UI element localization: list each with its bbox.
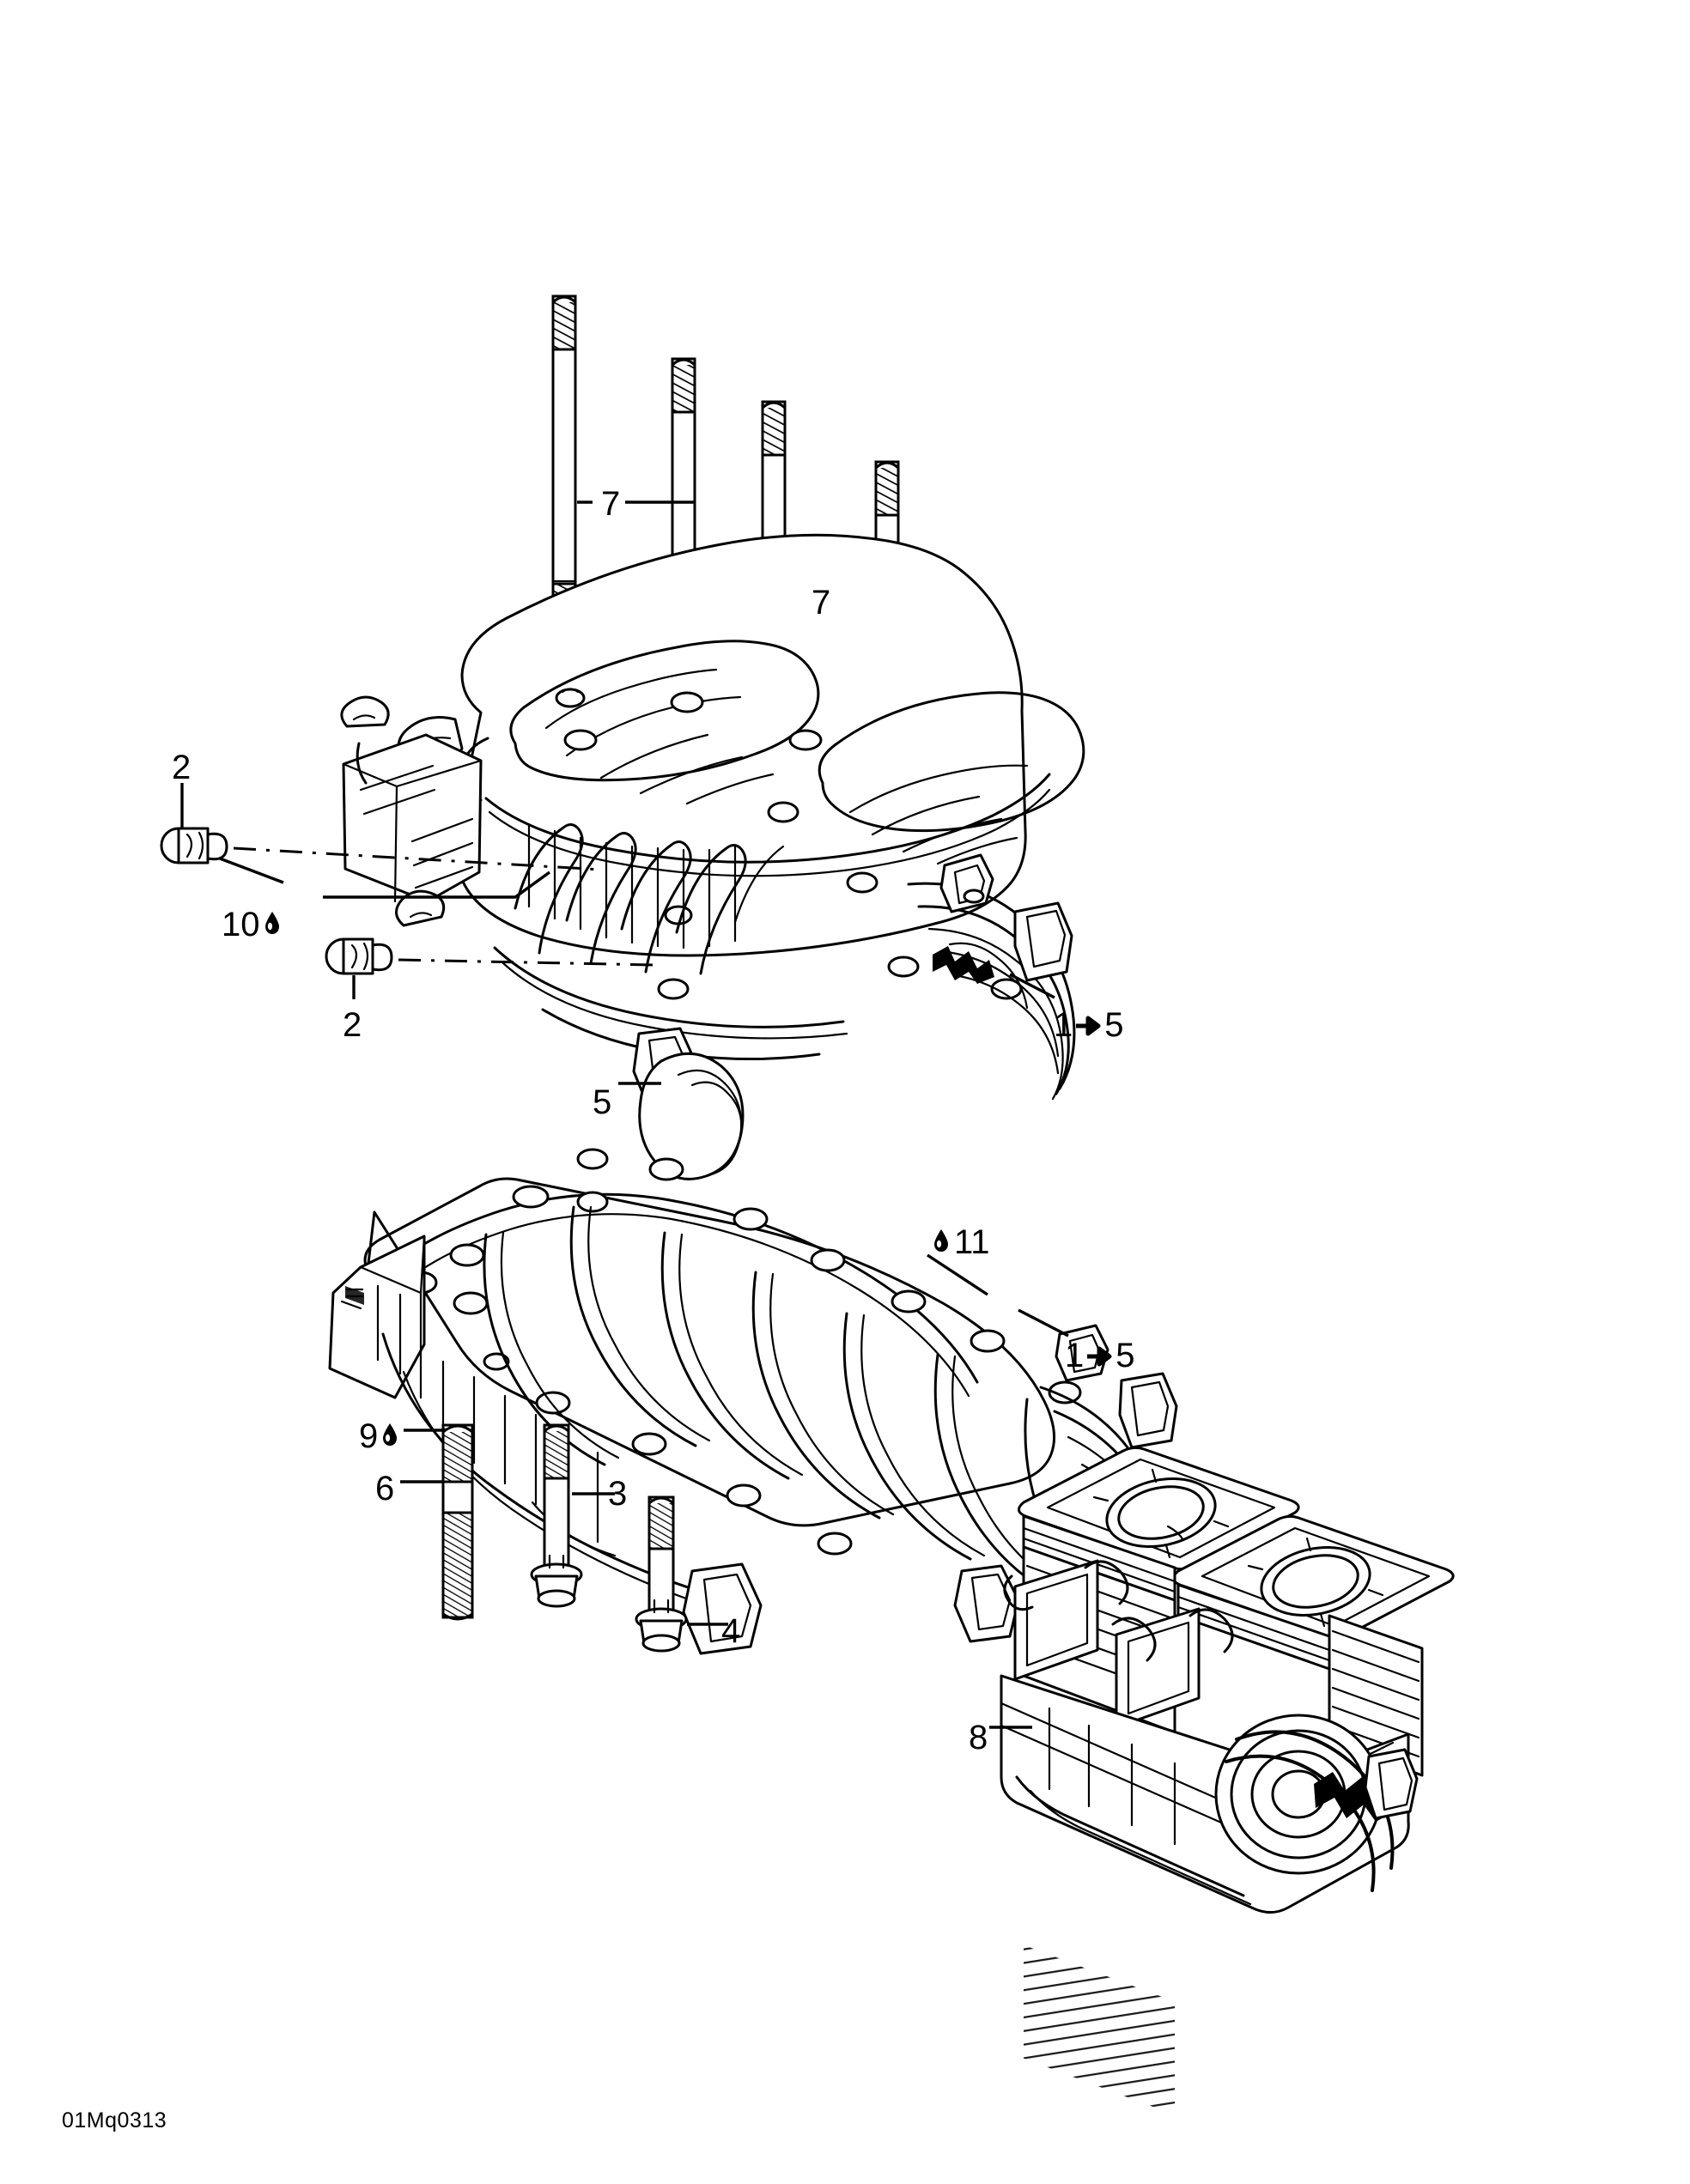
upper-case-top-boss <box>555 688 586 708</box>
callout-3: 3 <box>608 1475 627 1511</box>
upper-case-arches <box>514 823 785 975</box>
crankshaft-seal <box>638 1052 745 1180</box>
callout-7-upper: 7 <box>601 485 620 521</box>
fastener-stud-6 <box>441 1423 474 1621</box>
engine-pto-housing <box>1214 1714 1419 1892</box>
callout-8: 8 <box>969 1719 988 1755</box>
callout-label-end: 5 <box>1104 1006 1124 1045</box>
callout-label: 2 <box>343 1006 362 1045</box>
callout-label: 9 <box>359 1417 379 1456</box>
callout-9: 9 <box>359 1417 399 1453</box>
sealant-drop-icon <box>380 1419 399 1453</box>
fitting-lower <box>325 937 393 975</box>
fitting-upper <box>160 827 228 864</box>
intake-manifolds <box>1003 1559 1234 1729</box>
lower-case-left-block <box>328 1235 426 1399</box>
fastener-bolt-4 <box>635 1495 688 1653</box>
callout-10: 10 <box>222 906 282 942</box>
arrow-right-icon <box>1085 1339 1115 1374</box>
callout-4: 4 <box>721 1612 740 1648</box>
callout-11: 11 <box>932 1223 990 1259</box>
callout-label: 11 <box>954 1223 990 1262</box>
callout-label: 7 <box>812 584 831 622</box>
callout-6: 6 <box>375 1470 394 1506</box>
callout-7-lower: 7 <box>812 584 830 620</box>
callout-label: 3 <box>608 1475 628 1514</box>
upper-case-left-end <box>340 695 489 927</box>
callout-label: 2 <box>172 749 191 787</box>
callout-label-end: 5 <box>1116 1337 1135 1375</box>
callout-label: 7 <box>601 485 621 524</box>
sealant-drop-icon <box>263 907 282 942</box>
callout-label: 1 <box>1065 1337 1085 1375</box>
callout-label: 5 <box>593 1083 612 1122</box>
engine-assembly <box>1000 1446 1455 2115</box>
callout-leaders <box>160 783 1069 1729</box>
lower-crankcase-half <box>328 1148 1178 1655</box>
callout-label: 8 <box>969 1719 988 1757</box>
page-footer-code: 01Mq0313 <box>62 2108 167 2132</box>
fastener-bolt-3 <box>530 1423 583 1608</box>
upper-case-drive-end <box>907 853 1076 1101</box>
callout-label: 4 <box>721 1612 741 1651</box>
callout-label: 6 <box>375 1470 395 1508</box>
callout-2-lower: 2 <box>343 1006 362 1042</box>
sealant-drop-icon <box>932 1225 951 1259</box>
callout-5: 5 <box>593 1083 611 1119</box>
callout-label: 10 <box>222 906 260 944</box>
arrow-right-icon <box>1074 1009 1103 1043</box>
upper-crankcase-half <box>340 533 1085 1111</box>
callout-2-upper: 2 <box>172 749 191 785</box>
callout-label: 1 <box>1054 1006 1073 1045</box>
